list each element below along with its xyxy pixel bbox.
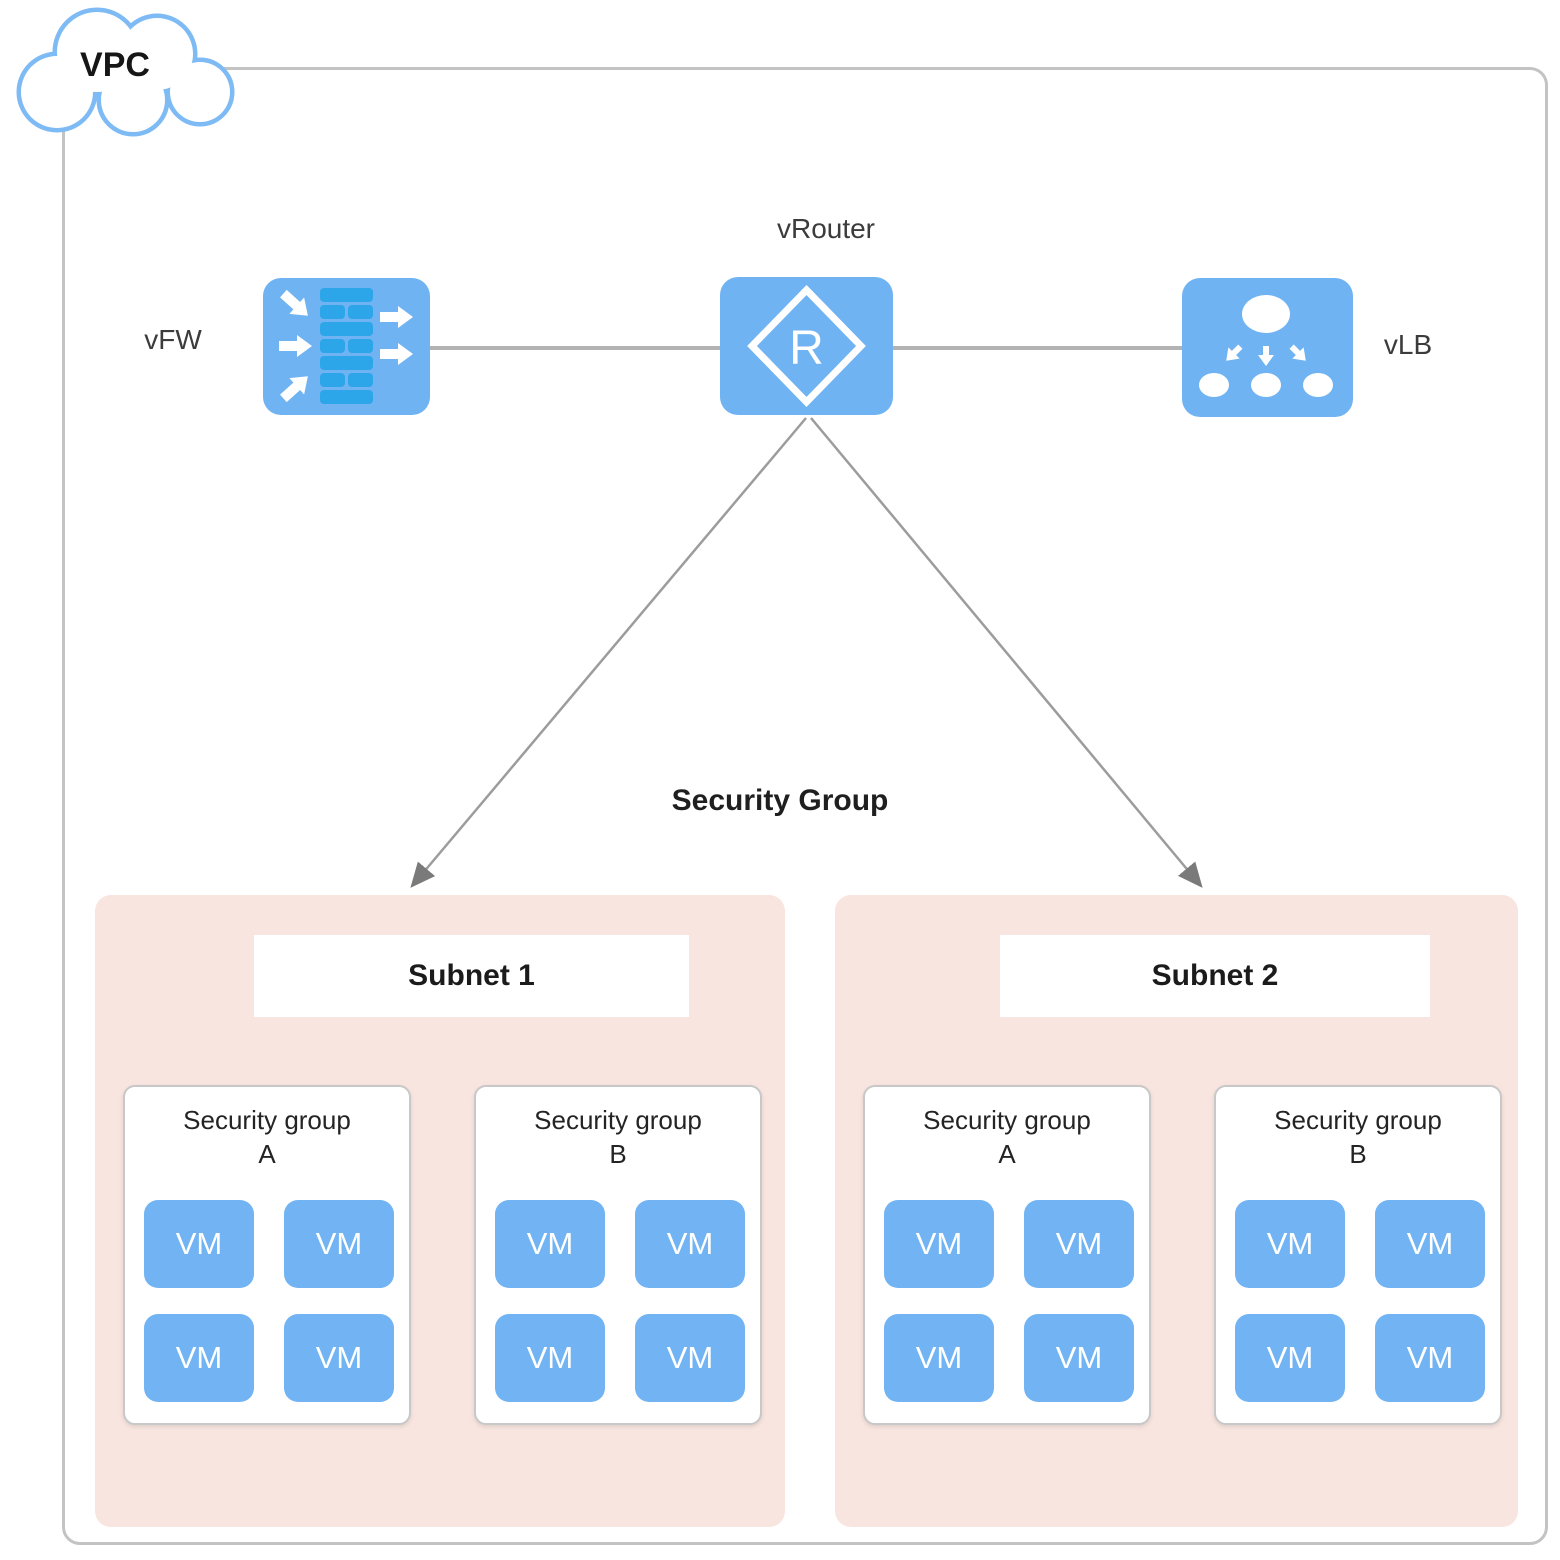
- vm-box: VM: [635, 1314, 745, 1402]
- vfw-node: [263, 278, 430, 415]
- vlb-label: vLB: [1383, 329, 1433, 360]
- vm-box: VM: [635, 1200, 745, 1288]
- subnet-2: Subnet 2 Security group A VM VM VM VM Se…: [835, 895, 1518, 1527]
- vm-box: VM: [1235, 1200, 1345, 1288]
- vpc-label: VPC: [80, 46, 150, 84]
- subnet-2-label: Subnet 2: [1000, 935, 1430, 1017]
- security-group-a-label: Security group A: [923, 1105, 1091, 1169]
- subnet-2-security-group-b-card: Security group B VM VM VM VM: [1214, 1085, 1502, 1425]
- vm-box: VM: [1375, 1314, 1485, 1402]
- router-icon-letter: R: [789, 322, 824, 375]
- vrouter-label: vRouter: [776, 213, 876, 244]
- load-balancer-icon: [1199, 295, 1333, 397]
- vm-box: VM: [1024, 1200, 1134, 1288]
- arrow-vrouter-to-subnet-2: [810, 417, 1203, 888]
- vm-grid: VM VM VM VM: [495, 1200, 745, 1402]
- vm-grid: VM VM VM VM: [1235, 1200, 1485, 1402]
- subnet-1-label: Subnet 1: [254, 935, 689, 1017]
- security-group-a-label: Security group A: [183, 1105, 351, 1169]
- security-group-caption: Security Group: [671, 784, 889, 817]
- router-icon: R: [747, 284, 866, 408]
- subnet-2-security-group-a-card: Security group A VM VM VM VM: [863, 1085, 1151, 1425]
- vm-box: VM: [1375, 1200, 1485, 1288]
- subnet-1-security-group-b-card: Security group B VM VM VM VM: [474, 1085, 762, 1425]
- security-group-b-label: Security group B: [534, 1105, 702, 1169]
- vm-box: VM: [284, 1314, 394, 1402]
- arrow-vrouter-to-subnet-1: [410, 417, 807, 888]
- subnet-1-security-group-a-card: Security group A VM VM VM VM: [123, 1085, 411, 1425]
- vpc-cloud-icon: [5, 0, 240, 148]
- vlb-node: [1182, 278, 1353, 417]
- vm-box: VM: [495, 1200, 605, 1288]
- vm-box: VM: [495, 1314, 605, 1402]
- security-group-b-label: Security group B: [1274, 1105, 1442, 1169]
- vm-grid: VM VM VM VM: [884, 1200, 1134, 1402]
- vm-box: VM: [884, 1200, 994, 1288]
- vm-box: VM: [284, 1200, 394, 1288]
- vm-box: VM: [884, 1314, 994, 1402]
- vfw-label: vFW: [144, 324, 202, 355]
- vm-box: VM: [1024, 1314, 1134, 1402]
- vm-box: VM: [144, 1314, 254, 1402]
- subnet-1: Subnet 1 Security group A VM VM VM VM Se…: [95, 895, 785, 1527]
- vrouter-node: R: [720, 277, 893, 415]
- firewall-icon: [279, 288, 413, 404]
- vm-box: VM: [1235, 1314, 1345, 1402]
- vm-box: VM: [144, 1200, 254, 1288]
- vm-grid: VM VM VM VM: [144, 1200, 394, 1402]
